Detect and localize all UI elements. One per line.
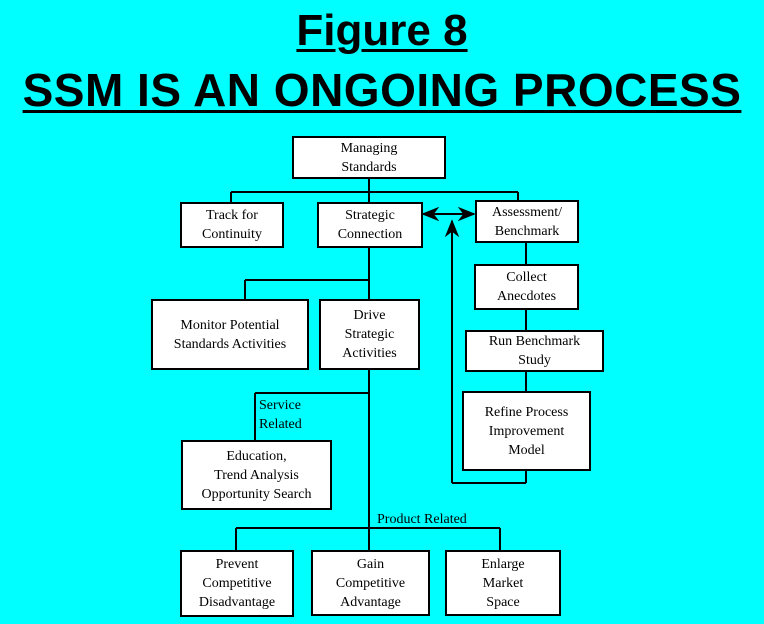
node-education: Education, Trend Analysis Opportunity Se… (181, 440, 332, 510)
diagram-title: SSM IS AN ONGOING PROCESS (22, 64, 742, 116)
node-refine-process: Refine Process Improvement Model (462, 391, 591, 471)
node-strategic-connection: Strategic Connection (317, 202, 423, 248)
node-monitor-potential: Monitor Potential Standards Activities (151, 299, 309, 370)
node-enlarge: Enlarge Market Space (445, 550, 561, 616)
node-gain: Gain Competitive Advantage (311, 550, 430, 616)
node-collect-anecdotes: Collect Anecdotes (474, 264, 579, 310)
node-prevent: Prevent Competitive Disadvantage (180, 550, 294, 617)
label-product-related: Product Related (377, 512, 467, 527)
label-service-related: Service Related (259, 398, 302, 432)
node-managing-standards: Managing Standards (292, 136, 446, 179)
node-drive-strategic: Drive Strategic Activities (319, 299, 420, 370)
node-track-for-continuity: Track for Continuity (180, 202, 284, 248)
figure-title: Figure 8 (296, 6, 468, 55)
node-assessment-benchmark: Assessment/ Benchmark (475, 200, 579, 243)
node-run-benchmark: Run Benchmark Study (465, 330, 604, 372)
